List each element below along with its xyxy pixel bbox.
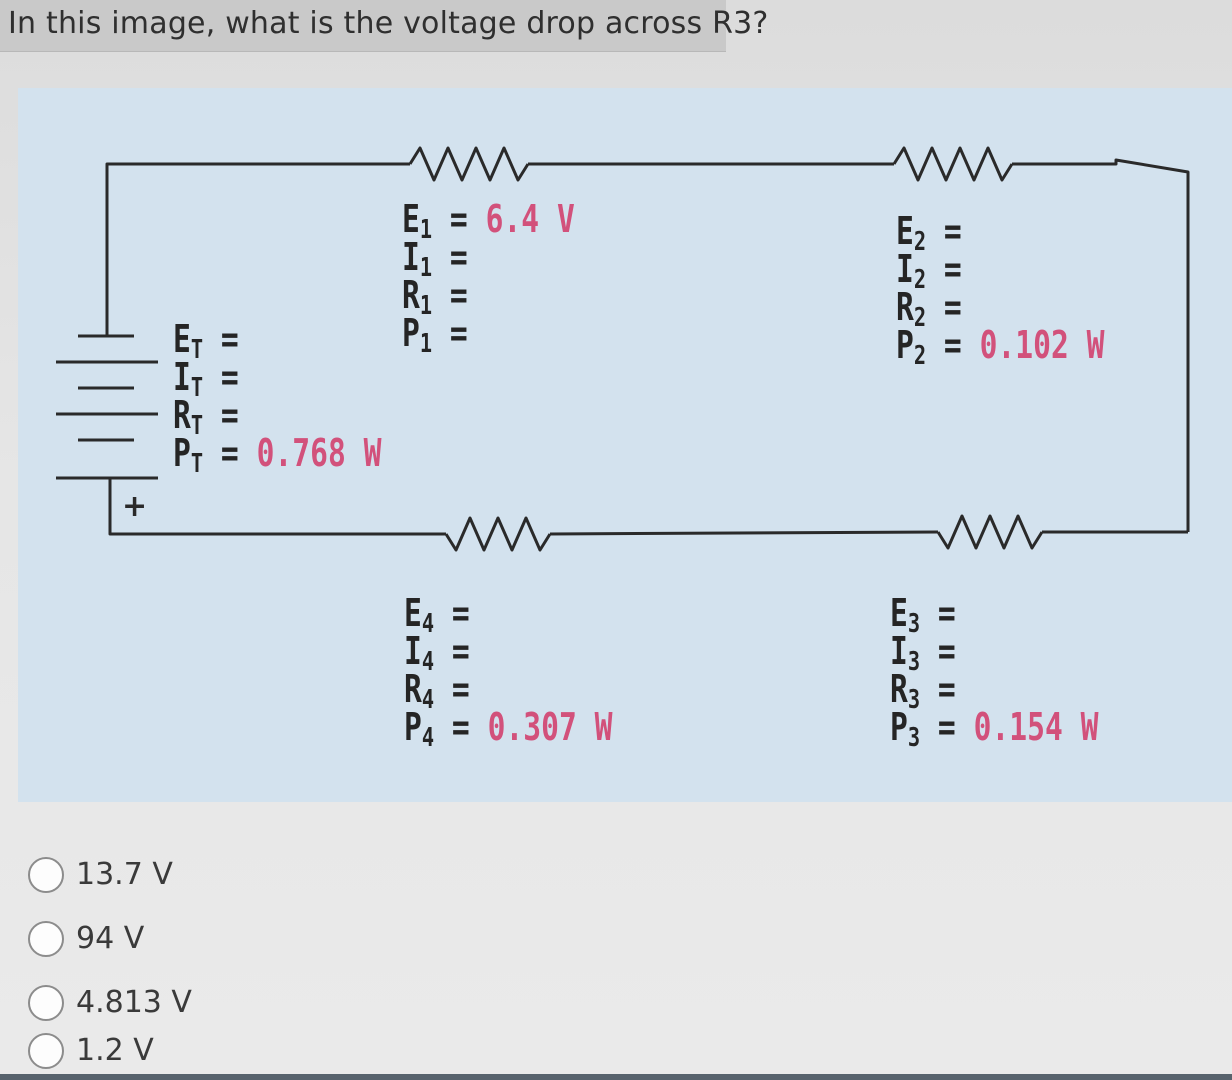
answer-option-label[interactable]: 1.2 V <box>76 1033 154 1068</box>
r4-resistance-row: R4 = <box>404 667 470 715</box>
r4-voltage-row: E4 = <box>404 591 470 639</box>
r2-resistance-row: R2 = <box>896 285 962 333</box>
bottom-wire-left <box>108 478 446 536</box>
top-wire-left <box>105 162 410 336</box>
radio-button[interactable] <box>28 1033 64 1069</box>
r3-power-row: P3 = 0.154 W <box>890 705 1099 753</box>
total-current-row: IT = <box>173 355 239 403</box>
answer-option[interactable]: 13.7 V <box>28 855 288 901</box>
resistor-r3-symbol <box>936 514 1044 550</box>
r2-current-row: I2 = <box>896 247 962 295</box>
total-power-row: PT = 0.768 W <box>173 431 382 479</box>
r3-resistance-row: R3 = <box>890 667 956 715</box>
r4-power-row: P4 = 0.307 W <box>404 705 613 753</box>
bottom-edge-bar <box>0 1074 1232 1080</box>
resistor-r4-symbol <box>444 516 552 552</box>
r3-voltage-row: E3 = <box>890 591 956 639</box>
r4-labels: E4 = I4 = R4 = P4 = 0.307 W <box>404 591 613 753</box>
total-voltage-row: ET = <box>173 317 239 365</box>
question-text: In this image, what is the voltage drop … <box>8 6 769 41</box>
r2-labels: E2 = I2 = R2 = P2 = 0.102 W <box>896 209 1105 371</box>
answer-option[interactable]: 1.2 V <box>28 1031 288 1077</box>
battery-symbol <box>56 334 158 480</box>
radio-button[interactable] <box>28 985 64 1021</box>
battery-plus-sign: + <box>122 489 147 524</box>
bottom-wire-middle <box>549 530 939 536</box>
question-header: In this image, what is the voltage drop … <box>0 0 768 52</box>
radio-button[interactable] <box>28 857 64 893</box>
radio-button[interactable] <box>28 921 64 957</box>
answer-option-label[interactable]: 94 V <box>76 921 145 956</box>
r1-current-row: I1 = <box>402 235 468 283</box>
r4-current-row: I4 = <box>404 629 470 677</box>
r1-power-row: P1 = <box>402 311 468 359</box>
r3-current-row: I3 = <box>890 629 956 677</box>
circuit-schematic: + <box>56 146 1190 552</box>
r1-resistance-row: R1 = <box>402 273 468 321</box>
resistor-r2-symbol <box>892 146 1014 182</box>
resistor-r1-symbol <box>408 146 530 182</box>
circuit-diagram: + ET = IT = RT = PT = 0.768 W E1 = 6.4 V… <box>18 88 1232 802</box>
r1-labels: E1 = 6.4 V I1 = R1 = P1 = <box>402 197 575 359</box>
answer-option-label[interactable]: 4.813 V <box>76 985 192 1020</box>
totals-labels: ET = IT = RT = PT = 0.768 W <box>173 317 382 479</box>
r2-power-row: P2 = 0.102 W <box>896 323 1105 371</box>
answer-option[interactable]: 4.813 V <box>28 983 288 1029</box>
answer-option-label[interactable]: 13.7 V <box>76 857 173 892</box>
top-wire-right <box>1012 158 1190 532</box>
r1-voltage-row: E1 = 6.4 V <box>402 197 575 245</box>
answer-option[interactable]: 94 V <box>28 919 288 965</box>
total-resistance-row: RT = <box>173 393 239 441</box>
r2-voltage-row: E2 = <box>896 209 962 257</box>
r3-labels: E3 = I3 = R3 = P3 = 0.154 W <box>890 591 1099 753</box>
